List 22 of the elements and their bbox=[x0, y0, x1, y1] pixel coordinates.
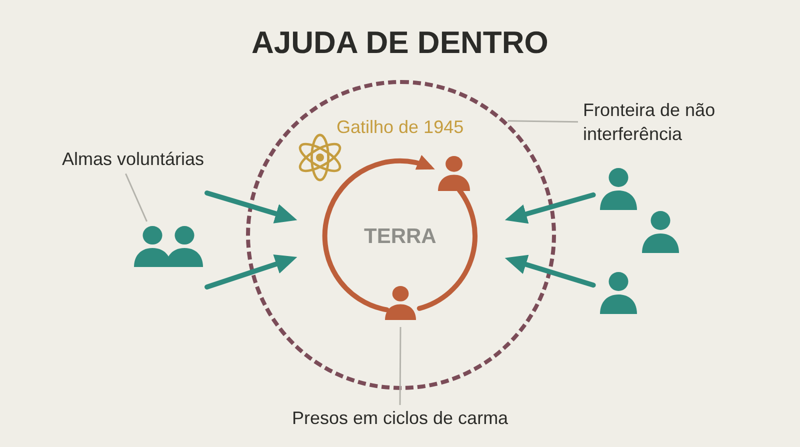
person-icon bbox=[134, 226, 171, 267]
arrow bbox=[204, 190, 298, 224]
person-icon bbox=[438, 156, 470, 191]
callout-label: Presos em ciclos de carma bbox=[292, 407, 508, 430]
person-icon bbox=[642, 211, 679, 253]
dashed-boundary-circle bbox=[246, 80, 556, 390]
leader-line bbox=[125, 173, 148, 222]
title: AJUDA DE DENTRO bbox=[252, 25, 548, 61]
event-label: Gatilho de 1945 bbox=[336, 116, 464, 139]
arrow bbox=[504, 254, 596, 288]
group-label: Almas voluntárias bbox=[62, 148, 204, 171]
arrow bbox=[504, 192, 596, 224]
leader-line bbox=[399, 327, 402, 405]
person-icon bbox=[166, 226, 203, 267]
person-icon bbox=[385, 286, 416, 320]
person-icon bbox=[600, 168, 637, 210]
arrow bbox=[204, 254, 298, 290]
person-icon bbox=[600, 272, 637, 314]
leader-line bbox=[508, 120, 578, 123]
curved-arrow bbox=[322, 155, 436, 312]
center-label: TERRA bbox=[364, 225, 436, 249]
boundary-label: Fronteira de não interferência bbox=[583, 98, 723, 146]
